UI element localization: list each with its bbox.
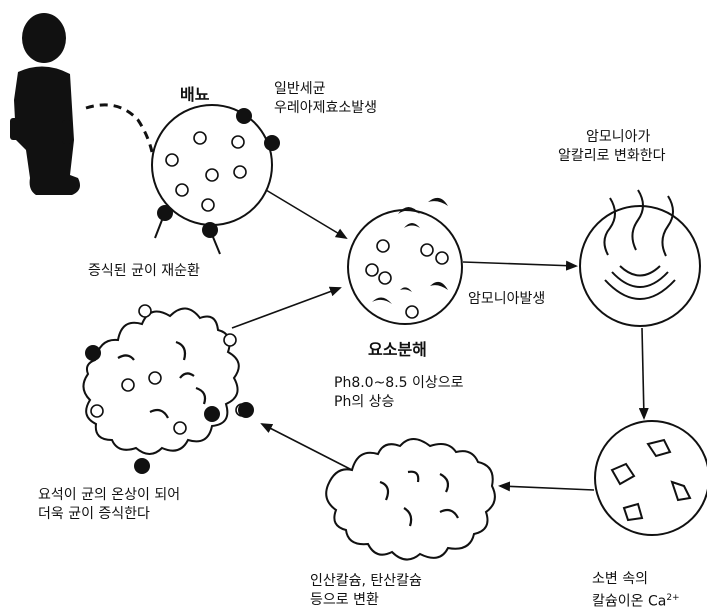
arrow-recirculate [232,288,340,328]
urine-bacteria-circle [152,105,280,254]
ph-label-line2: Ph의 상승 [334,393,394,412]
ammonia-alkali-label-line1: 암모니아가 [586,128,650,147]
urea-decomposition-circle [348,198,462,324]
arrow-to-ammonia-circle [463,262,576,266]
calcium-phosphate-blob [326,439,495,560]
stone-label-line1: 요석이 균의 온상이 되어 [38,486,180,505]
arrow-to-urea-decomposition [266,190,346,238]
calcium-label-line1: 소변 속의 [592,570,648,589]
calcium-label-line2: 칼슘이온 Ca2+ [592,589,680,611]
calcium-superscript: 2+ [666,593,679,603]
urine-label: 배뇨 [180,85,209,104]
stone-label-line2: 더욱 균이 증식한다 [38,505,150,524]
urinary-stone-blob [83,305,254,474]
urea-decomposition-label: 요소분해 [368,340,427,359]
urine-stream [86,105,152,152]
arrow-to-phosphate-blob [500,486,594,490]
convert-label-line1: 인산칼슘, 탄산칼슘 [310,572,422,591]
calcium-ion-circle [595,421,707,535]
ammonia-alkali-label-line2: 알칼리로 변화한다 [558,147,666,166]
calcium-label-text: 칼슘이온 Ca [592,594,666,610]
ammonia-alkali-circle [580,190,700,326]
arrow-to-stone-blob [262,424,352,470]
person-silhouette-icon [10,13,80,195]
bacteria-label-line2: 우레아제효소발생 [274,99,377,118]
ph-label-line1: Ph8.0~8.5 이상으로 [334,374,464,393]
ammonia-generation-label: 암모니아발생 [468,290,545,309]
convert-label-line2: 등으로 변환 [310,591,379,610]
recirculate-label: 증식된 균이 재순환 [88,262,200,281]
arrow-to-calcium-circle [642,328,644,418]
bacteria-label-line1: 일반세균 [274,80,326,99]
